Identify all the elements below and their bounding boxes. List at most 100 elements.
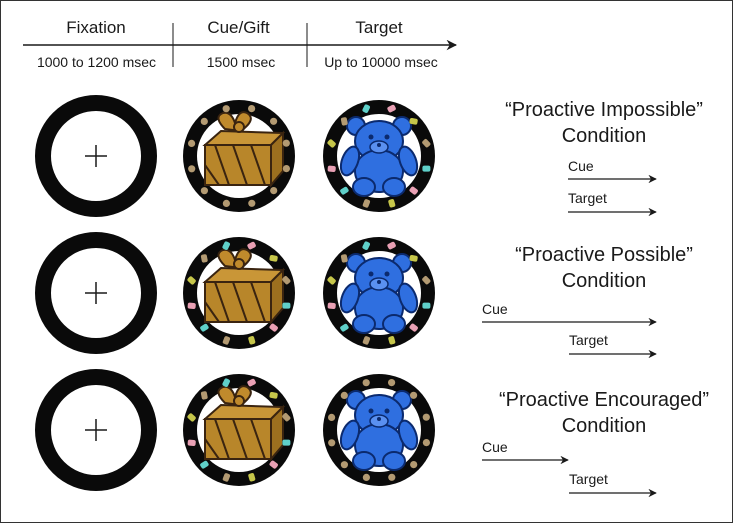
ring-dot	[188, 139, 196, 147]
ring-dot	[422, 413, 430, 421]
phase-target-label: Target	[355, 18, 403, 37]
cue-gift-stimulus	[183, 237, 295, 349]
ring-bear-shape	[269, 391, 278, 399]
condition-possible-title: “Proactive Possible” Condition	[479, 242, 729, 294]
ring-bear-shape	[248, 473, 256, 482]
ring-bear-shape	[362, 241, 370, 250]
ring-bear-shape	[362, 199, 371, 208]
ring-bear-shape	[327, 165, 336, 172]
target-bear-stimulus	[323, 237, 435, 349]
ring-bear-shape	[222, 378, 230, 387]
ring-dot	[422, 439, 430, 447]
ring-bear-shape	[409, 117, 418, 125]
ring-bear-shape	[388, 199, 396, 208]
ring-dot	[270, 187, 278, 195]
ring-dot	[410, 391, 418, 399]
ring-bear-shape	[409, 323, 418, 332]
cue-gift-stimulus	[183, 100, 295, 212]
ring-bear-shape	[247, 241, 256, 250]
ring-dot	[362, 473, 370, 481]
impossible-cue-label: Cue	[568, 158, 594, 174]
ring-bear-shape	[269, 254, 278, 262]
condition-encouraged-title: “Proactive Encouraged” Condition	[479, 387, 729, 439]
ring-bear-shape	[269, 323, 278, 332]
ring-bear-shape	[282, 413, 291, 422]
target-bear-stimulus	[323, 374, 435, 486]
possible-cue-label: Cue	[482, 301, 508, 317]
phase-cue-label: Cue/Gift	[207, 18, 270, 37]
ring-bear-shape	[387, 241, 396, 250]
condition-impossible-title: “Proactive Impossible” Condition	[479, 97, 729, 149]
ring-dot	[282, 139, 290, 147]
ring-dot	[362, 379, 370, 387]
ring-bear-shape	[388, 336, 396, 345]
cue-gift-stimulus	[183, 374, 295, 486]
phase-cue-duration: 1500 msec	[206, 54, 276, 70]
ring-bear-shape	[222, 241, 230, 250]
ring-dot	[328, 439, 336, 447]
ring-bear-shape	[362, 336, 371, 345]
fixation-stimulus	[35, 95, 157, 217]
ring-bear-shape	[282, 276, 291, 285]
ring-bear-shape	[327, 302, 336, 309]
ring-bear-shape	[422, 165, 431, 172]
ring-bear-shape	[327, 276, 336, 285]
phase-target-duration: Up to 10000 msec	[324, 54, 438, 70]
ring-dot	[328, 413, 336, 421]
target-bear-stimulus	[323, 100, 435, 212]
ring-bear-shape	[422, 302, 431, 309]
ring-dot	[282, 165, 290, 173]
ring-bear-shape	[340, 117, 348, 126]
encouraged-target-label: Target	[569, 471, 608, 487]
ring-bear-shape	[282, 439, 291, 446]
ring-dot	[248, 199, 256, 207]
condition-subtitle-text: Condition	[561, 125, 647, 147]
encouraged-cue-label: Cue	[482, 439, 508, 455]
ring-bear-shape	[269, 460, 278, 469]
ring-bear-shape	[200, 460, 209, 469]
ring-dot	[200, 187, 208, 195]
condition-subtitle-text: Condition	[561, 270, 647, 292]
ring-dot	[388, 379, 396, 387]
ring-bear-shape	[387, 104, 396, 113]
ring-dot	[222, 199, 230, 207]
possible-target-label: Target	[569, 332, 608, 348]
ring-bear-shape	[187, 413, 196, 422]
ring-bear-shape	[187, 302, 196, 309]
ring-bear-shape	[200, 254, 208, 263]
ring-bear-shape	[222, 336, 231, 345]
ring-bear-shape	[340, 254, 348, 263]
ring-bear-shape	[340, 186, 349, 195]
ring-bear-shape	[327, 139, 336, 148]
ring-dot	[388, 473, 396, 481]
condition-title-text: “Proactive Possible”	[515, 244, 693, 266]
phase-fixation-label: Fixation	[66, 18, 126, 37]
ring-bear-shape	[222, 473, 231, 482]
impossible-target-label: Target	[568, 190, 607, 206]
ring-bear-shape	[362, 104, 370, 113]
ring-bear-shape	[282, 302, 291, 309]
ring-dot	[270, 117, 278, 125]
ring-dot	[340, 391, 348, 399]
ring-dot	[248, 105, 256, 113]
ring-bear-shape	[248, 336, 256, 345]
ring-dot	[410, 461, 418, 469]
condition-subtitle-text: Condition	[561, 415, 647, 437]
ring-bear-shape	[422, 276, 431, 285]
ring-dot	[222, 105, 230, 113]
condition-title-text: “Proactive Impossible”	[505, 99, 703, 121]
phase-fixation-duration: 1000 to 1200 msec	[36, 54, 157, 70]
fixation-stimulus	[35, 369, 157, 491]
ring-bear-shape	[409, 254, 418, 262]
ring-bear-shape	[340, 323, 349, 332]
ring-bear-shape	[200, 323, 209, 332]
condition-title-text: “Proactive Encouraged”	[498, 389, 710, 411]
ring-bear-shape	[200, 391, 208, 400]
ring-bear-shape	[247, 378, 256, 387]
ring-bear-shape	[187, 439, 196, 446]
ring-dot	[200, 117, 208, 125]
fixation-stimulus	[35, 232, 157, 354]
ring-bear-shape	[187, 276, 196, 285]
